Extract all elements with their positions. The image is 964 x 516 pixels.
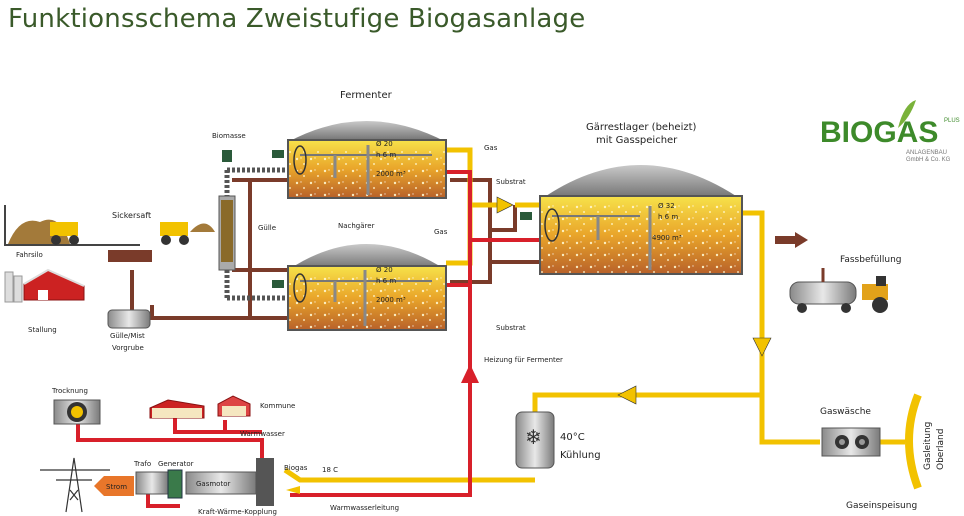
kommune-label: Kommune [260, 402, 295, 410]
kuehlung-label: Kühlung [560, 450, 601, 461]
fahrsilo [4, 205, 215, 246]
kommune-houses [149, 395, 251, 419]
nachgaerer-volume: 2000 m³ [376, 296, 406, 304]
trocknung-label: Trocknung [51, 387, 88, 395]
heat-flow-arrow-up [461, 364, 479, 383]
kwk-unit [135, 458, 274, 506]
trafo-label: Trafo [133, 460, 151, 468]
lager-height: h 6 m [658, 213, 678, 221]
tanker-truck [789, 268, 888, 313]
gas-flow-arrow-left [617, 385, 637, 405]
lager-label-1: Gärrestlager (beheizt) [586, 122, 697, 133]
substrat-label-1: Substrat [496, 178, 526, 186]
gas-flow-arrow [496, 196, 514, 214]
nachgaerer-diameter: Ø 20 [376, 266, 393, 274]
nachgaerer-tank [272, 244, 447, 331]
fermenter-label: Fermenter [340, 90, 393, 101]
cooler: ❄ [515, 411, 555, 469]
vorgrube-label-2: Vorgrube [112, 344, 144, 352]
warmwasser-label: Warmwasser [240, 430, 285, 438]
page-title: Funktionsschema Zweistufige Biogasanlage [8, 4, 586, 34]
substrat-label-2: Substrat [496, 324, 526, 332]
gaseinspeisung-label: Gaseinspeisung [846, 501, 917, 511]
kuehlung-temp: 40°C [560, 432, 585, 443]
heating-pipes [76, 170, 540, 508]
fermenter-tank [272, 121, 447, 199]
lager-diameter: Ø 32 [658, 202, 675, 210]
lager-label-2: mit Gasspeicher [596, 135, 678, 146]
gas-label-1: Gas [484, 144, 498, 152]
gas-scrubber [821, 427, 881, 457]
gas-label-2: Gas [434, 228, 448, 236]
gasleitung-label: Gasleitung [923, 422, 933, 470]
biogas-plus-logo: BIOGAS PLUS ANLAGENBAU GmbH & Co. KG [820, 100, 960, 163]
gaswaesche-label: Gaswäsche [820, 407, 871, 417]
stallung [4, 268, 85, 303]
feeder-conveyor [218, 150, 285, 301]
heizung-label: Heizung für Fermenter [484, 356, 563, 364]
kwk-arrow [286, 486, 300, 494]
fassbefuellung-label: Fassbefüllung [840, 255, 902, 265]
lager-volume: 4900 m³ [652, 234, 682, 242]
vorgrube [107, 309, 151, 329]
biomasse-label: Biomasse [212, 132, 246, 140]
gas-flow-arrow-down [752, 337, 772, 357]
stallung-label: Stallung [28, 326, 57, 334]
gaerrestlager-tank [520, 165, 743, 275]
logo-line1: ANLAGENBAU [906, 150, 947, 156]
fermenter-diameter: Ø 20 [376, 140, 393, 148]
sickersaft-label: Sickersaft [112, 211, 151, 220]
sickersaft-pit [108, 250, 152, 262]
fermenter-height: h 6 m [376, 151, 396, 159]
fahrsilo-label: Fahrsilo [16, 251, 43, 259]
strom-arrow [94, 476, 134, 496]
nachgaerer-height: h 6 m [376, 277, 396, 285]
temp-small-label: 18 C [322, 466, 338, 474]
logo-name: BIOGAS [820, 116, 938, 149]
fermenter-volume: 2000 m³ [376, 170, 406, 178]
power-pylon-icon [40, 457, 110, 513]
snowflake-icon: ❄ [525, 425, 542, 449]
trocknung [53, 399, 101, 425]
vorgrube-label-1: Gülle/Mist [110, 332, 145, 340]
logo-line2: GmbH & Co. KG [906, 157, 951, 163]
warmwasserleitung-label: Warmwasserleitung [330, 504, 399, 512]
generator-label: Generator [158, 460, 194, 468]
oberland-label: Oberland [936, 429, 946, 470]
kwk-label: Kraft-Wärme-Kopplung [198, 508, 277, 516]
nachgaerer-label: Nachgärer [338, 222, 375, 230]
fassbefuellung-arrow [775, 232, 808, 248]
logo-plus: PLUS [944, 118, 960, 124]
gasleitung-pipe [905, 393, 922, 490]
biogas-label: Biogas [284, 464, 308, 472]
gasmotor-label: Gasmotor [196, 480, 230, 488]
strom-label: Strom [106, 483, 127, 491]
guelle-label: Gülle [258, 224, 276, 232]
